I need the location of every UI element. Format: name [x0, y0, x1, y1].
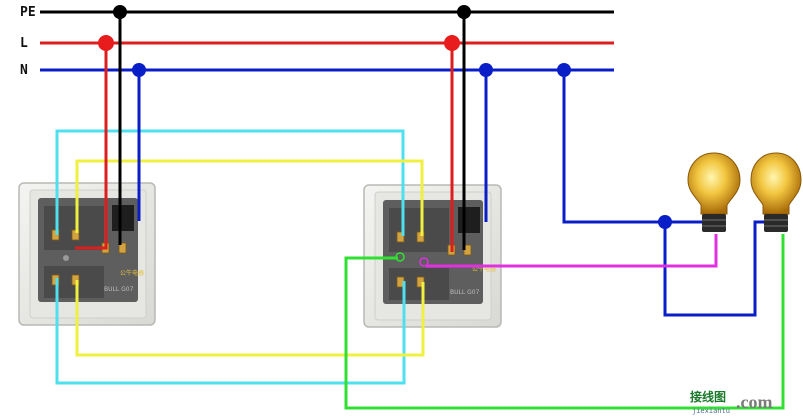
switch-left: 公牛电器 BULL G07	[18, 182, 156, 326]
switch-right: 公牛电器 BULL G07	[363, 184, 502, 328]
switch-right-top-block	[389, 208, 449, 252]
yellow-wire-bottom	[75, 280, 425, 357]
switch-left-side-clip	[112, 205, 134, 231]
traveller-wires	[55, 129, 425, 385]
watermark-chinese: 接线图	[690, 389, 726, 404]
watermark-site: jiexiantu	[692, 407, 730, 415]
pe-junction-left	[113, 5, 127, 19]
n-junction-lamps	[557, 63, 571, 77]
bulb-icon	[687, 152, 741, 215]
watermark: 接线图 .com jiexiantu	[690, 389, 772, 415]
l-junction-left	[98, 35, 114, 51]
n-junction-left	[132, 63, 146, 77]
cyan-wire-top	[55, 129, 405, 236]
lamp-1-base	[702, 214, 726, 232]
n-junction-right	[479, 63, 493, 77]
lamp-2	[750, 152, 802, 232]
switch-left-brand: 公牛电器	[120, 269, 144, 277]
lamp-2-base	[764, 214, 788, 232]
terminal	[118, 242, 127, 254]
switch-left-center-pivot	[63, 255, 69, 261]
l-bus-label: L	[20, 36, 28, 51]
green-switched-wire	[344, 234, 785, 410]
bulb-icon	[750, 152, 802, 215]
switch-right-model: BULL G07	[450, 289, 480, 296]
n-bus-label: N	[20, 63, 28, 78]
switch-left-model: BULL G07	[104, 286, 134, 293]
lamp-neutral-junction	[658, 215, 672, 229]
neutral-to-lamps	[562, 70, 665, 224]
switch-right-side-clip	[458, 207, 480, 233]
neutral-loop	[663, 220, 776, 317]
magenta-switched-wire	[426, 234, 718, 268]
pe-bus-label: PE	[20, 5, 36, 20]
yellow-wire-top	[75, 159, 424, 236]
switch-right-center-pivot-2	[419, 257, 429, 267]
lamp-wires	[344, 70, 785, 410]
switch-right-brand: 公牛电器	[472, 265, 496, 273]
lamp-1	[687, 152, 741, 232]
switch-left-top-block	[44, 206, 104, 250]
junction-dots	[98, 5, 672, 229]
watermark-dotcom: .com	[736, 392, 772, 412]
cyan-wire-bottom	[55, 278, 406, 385]
pe-junction-right	[457, 5, 471, 19]
left-line-drop	[75, 43, 108, 250]
terminal	[396, 231, 405, 243]
feed-wires	[75, 12, 488, 252]
l-junction-right	[444, 35, 460, 51]
